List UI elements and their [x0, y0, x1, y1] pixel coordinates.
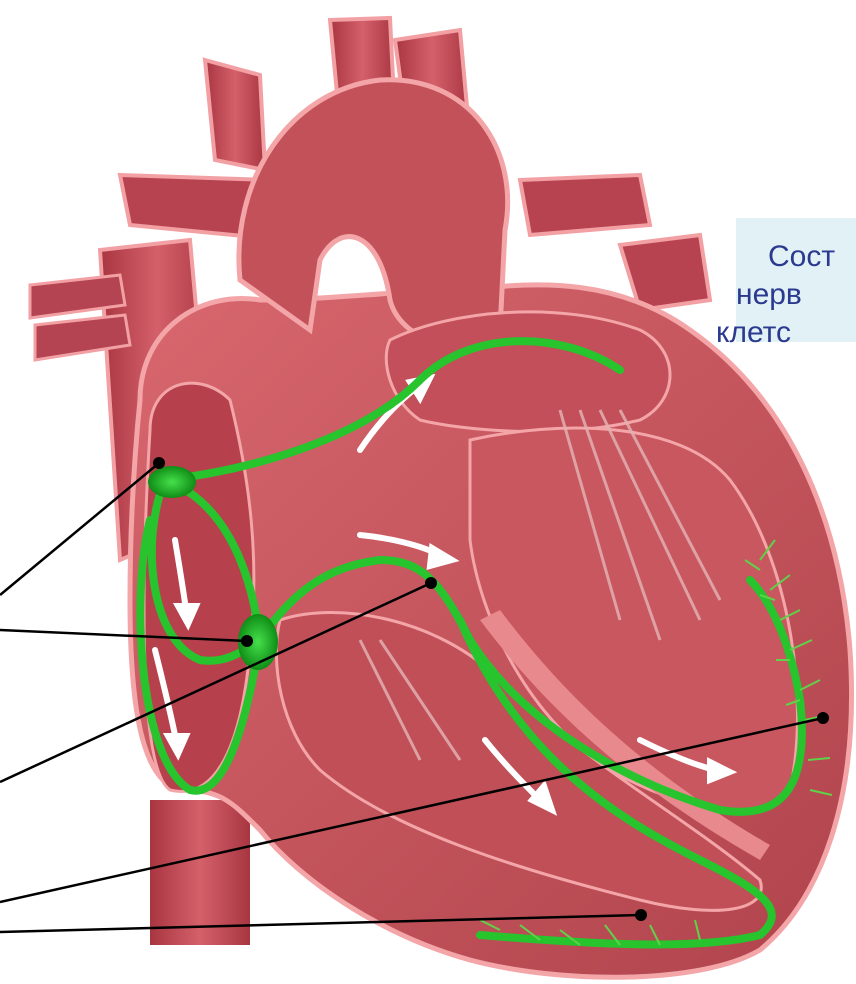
purkinje-fibers-marker	[817, 712, 829, 724]
sinoatrial-node	[148, 466, 196, 498]
inferior-vena-cava	[150, 800, 250, 945]
atrioventricular-node-marker	[241, 635, 253, 647]
aortic-branch-3	[205, 60, 265, 170]
pulmonary-artery-right	[520, 175, 650, 235]
caption-text: Сост нерв клетс	[736, 238, 835, 352]
caption-line-2: нерв	[736, 276, 835, 314]
caption-line-3: клетс	[716, 314, 835, 352]
caption-line-1: Сост	[736, 238, 835, 276]
sinoatrial-node-marker	[153, 457, 165, 469]
pulmonary-veins-left	[30, 275, 130, 360]
apex-fibers-marker	[635, 909, 647, 921]
bundle-of-his-marker	[425, 577, 437, 589]
